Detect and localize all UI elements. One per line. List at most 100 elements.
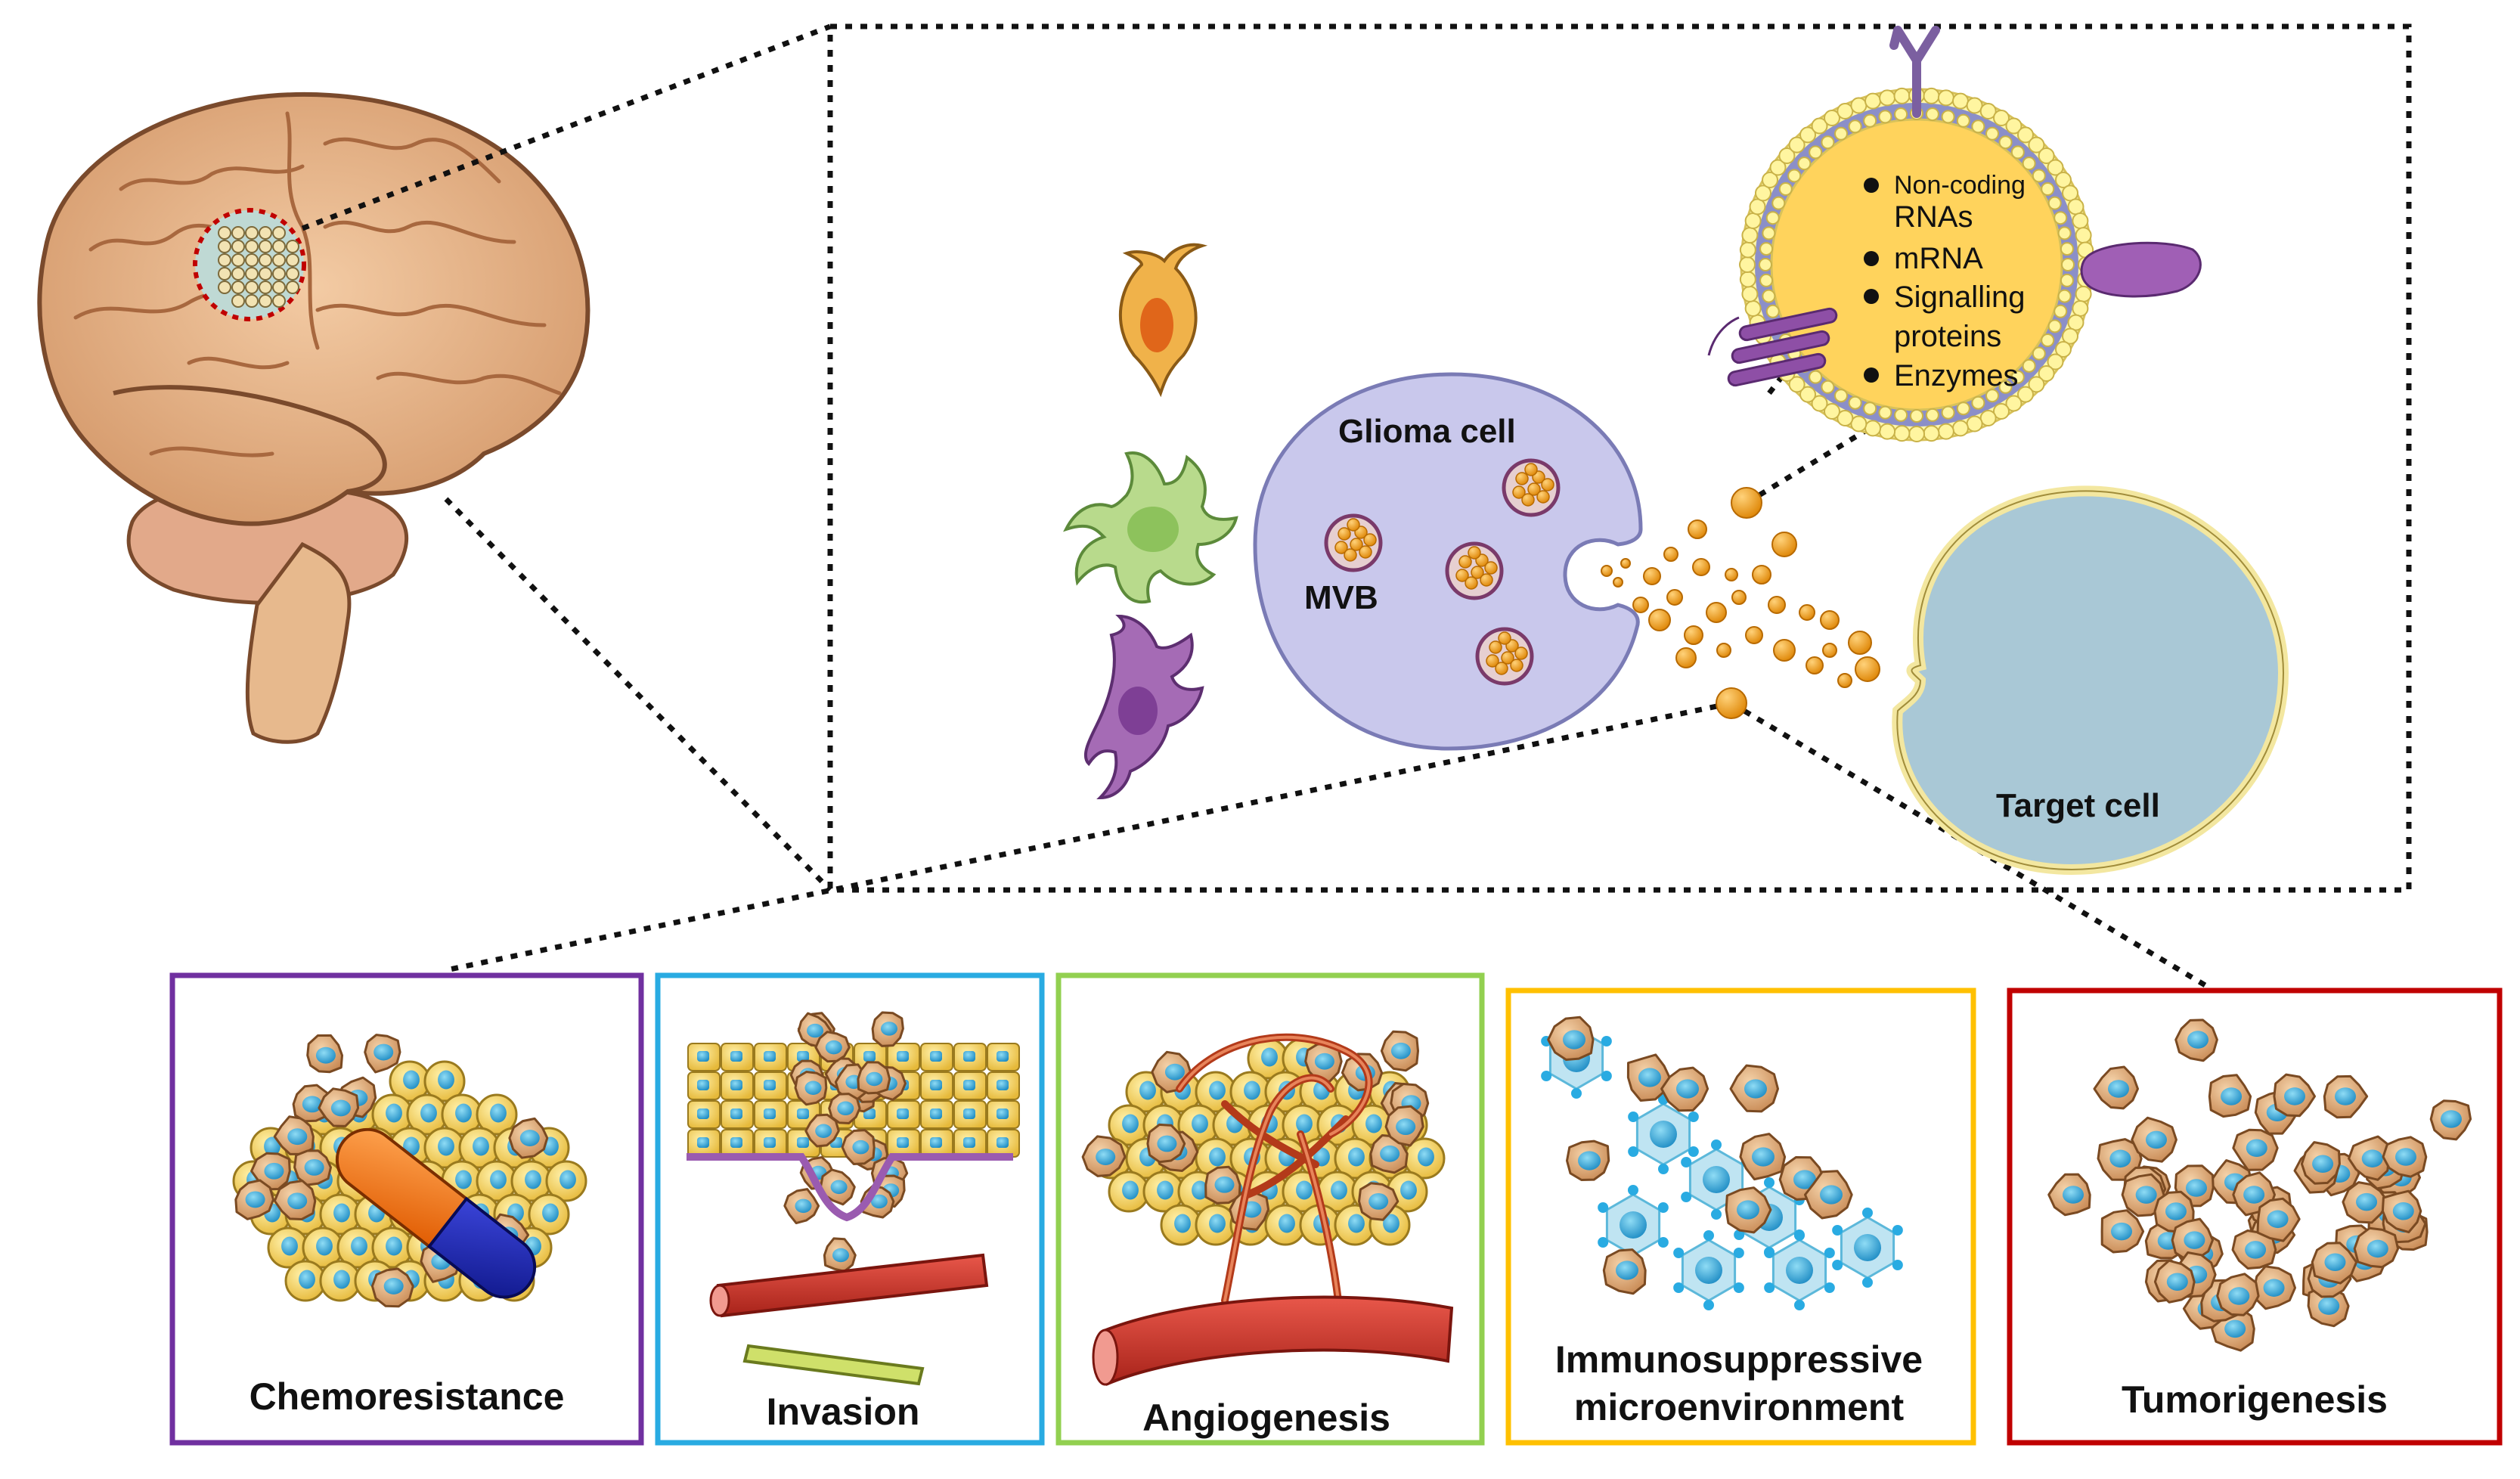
lipid-bead — [1951, 420, 1969, 437]
lipid-bead — [1894, 107, 1908, 122]
tumor-cell-dot — [272, 240, 286, 253]
glioma-vesicles — [1601, 558, 1631, 588]
vesicle-dot — [1837, 673, 1852, 688]
panel-label: Tumorigenesis — [2122, 1378, 2388, 1421]
lipid-bead — [1864, 92, 1882, 110]
lipid-bead — [1762, 289, 1776, 303]
lipid-bead — [1848, 395, 1862, 410]
lipid-bead — [1956, 402, 1970, 416]
tumor-cell-dot — [218, 226, 231, 240]
lipid-bead — [2057, 226, 2072, 240]
tumor-cell-dot — [286, 253, 299, 267]
tumor-cell — [1547, 1015, 1595, 1061]
lipid-bead — [1762, 172, 1779, 188]
lipid-bead — [2032, 346, 2046, 361]
bullet-icon — [1864, 289, 1879, 304]
tumor-cell — [2381, 1189, 2422, 1234]
glial-cells — [1063, 243, 1238, 800]
vesicle-dot — [1725, 568, 1738, 581]
tumor-cell — [2174, 1019, 2218, 1062]
lipid-bead — [2075, 227, 2092, 244]
lipid-bead — [1878, 405, 1892, 420]
glioma-cell-label: Glioma cell — [1338, 413, 1516, 450]
released-exosomes — [1632, 519, 1880, 688]
tumor-cell-dot — [245, 294, 259, 308]
tumor-cell — [828, 1093, 861, 1124]
lipid-bead — [1979, 410, 1997, 427]
tumor-cell — [1204, 1165, 1241, 1205]
lipid-bead — [1799, 386, 1817, 403]
epithelial-cell — [754, 1043, 787, 1071]
lipid-bead — [2072, 299, 2089, 317]
epithelial-cell — [887, 1043, 920, 1071]
lipid-bead — [2041, 333, 2055, 347]
tumor-cell — [370, 1267, 414, 1308]
tumor-cell — [2348, 1135, 2391, 1181]
receptor-y — [1889, 26, 1940, 118]
panel-label-line2: microenvironment — [1574, 1386, 1905, 1428]
lipid-bead — [1744, 212, 1762, 230]
yellow-cell — [1108, 1104, 1150, 1146]
tumor-cell — [1380, 1030, 1419, 1072]
green-glial-cell — [1063, 451, 1238, 604]
lipid-bead — [2016, 126, 2034, 144]
yellow-cell — [284, 1260, 327, 1302]
lipid-bead — [1993, 110, 2010, 127]
yellow-cell — [528, 1193, 570, 1236]
lipid-bead — [1778, 147, 1796, 165]
lipid-bead — [1741, 285, 1759, 302]
lipid-bead — [1956, 113, 1970, 128]
tumor-cell-dot — [245, 226, 259, 240]
lipid-bead — [1998, 380, 2013, 394]
lipid-bead — [1923, 425, 1940, 442]
lipid-bead — [1985, 126, 1999, 141]
epithelial-cell — [687, 1043, 721, 1071]
orange-glial-cell — [1118, 243, 1208, 398]
lipid-bead — [1762, 226, 1776, 240]
exosome-dot — [1716, 687, 1747, 719]
epithelial-cell — [987, 1129, 1020, 1158]
epithelial-cell — [920, 1129, 953, 1158]
lipid-bead — [2016, 386, 2034, 403]
vesicle-dot — [1675, 647, 1697, 668]
tumor-cell — [857, 1061, 891, 1095]
tumor-cell-dot — [231, 267, 245, 281]
yellow-cell — [1177, 1104, 1220, 1146]
lipid-bead — [2005, 395, 2023, 412]
bullet-icon — [1864, 367, 1879, 383]
lipid-bead — [1744, 299, 1762, 317]
yellow-cell — [476, 1093, 518, 1136]
lipid-bead — [1893, 425, 1911, 442]
lipid-bead — [2061, 258, 2075, 271]
tumor-cell-dot — [245, 267, 259, 281]
yellow-cell — [458, 1127, 501, 1169]
tumor-cell — [823, 1237, 857, 1273]
tumor-cell-dot — [272, 281, 286, 294]
lipid-bead — [2060, 242, 2074, 256]
vesicle-dot — [1632, 597, 1649, 613]
glioma-cell — [1253, 372, 1643, 751]
tumor-cell — [1660, 1066, 1709, 1112]
tumor-cell-dot — [259, 294, 272, 308]
epithelial-cell — [987, 1100, 1020, 1129]
membrane-protein-purple — [2080, 241, 2202, 298]
lipid-bead — [1850, 97, 1868, 114]
epithelial-cell — [887, 1100, 920, 1129]
lipid-bead — [2067, 314, 2085, 331]
lipid-bead — [1837, 102, 1854, 119]
panel-chemoresistance: Chemoresistance — [169, 972, 644, 1446]
lipid-bead — [1739, 241, 1756, 259]
cargo-item-3-line2: proteins — [1894, 320, 2001, 353]
lipid-bead — [1878, 110, 1892, 124]
tumor-cell-dot — [259, 281, 272, 294]
tumor-cell — [1725, 1186, 1772, 1234]
mvb — [1475, 627, 1534, 686]
lipid-bead — [2054, 341, 2072, 358]
lipid-bead — [1951, 92, 1969, 110]
vessel-network-highlight — [1178, 1035, 1371, 1302]
epithelial-cell — [987, 1071, 1020, 1100]
outcome-panels: Chemoresistance Invasion — [169, 972, 2503, 1446]
tumor-cell — [1804, 1170, 1853, 1220]
lipid-bead — [1908, 426, 1925, 442]
